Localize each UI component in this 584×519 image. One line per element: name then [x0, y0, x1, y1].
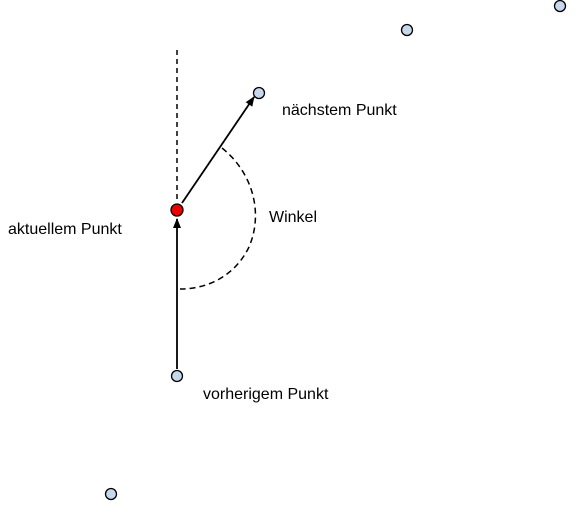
- angle-label: Winkel: [269, 209, 317, 226]
- previous-point: [170, 369, 184, 383]
- scatter-point: [104, 487, 118, 501]
- angle-arc: [179, 147, 257, 290]
- next-point: [252, 86, 266, 100]
- current-point: [170, 203, 184, 217]
- current-point-label: aktuellem Punkt: [8, 221, 122, 238]
- previous-point-label: vorherigem Punkt: [203, 386, 329, 403]
- scatter-point: [553, 0, 567, 13]
- next-point-label: nächstem Punkt: [282, 102, 397, 119]
- outgoing-arrow: [181, 96, 255, 204]
- scatter-point: [400, 23, 414, 37]
